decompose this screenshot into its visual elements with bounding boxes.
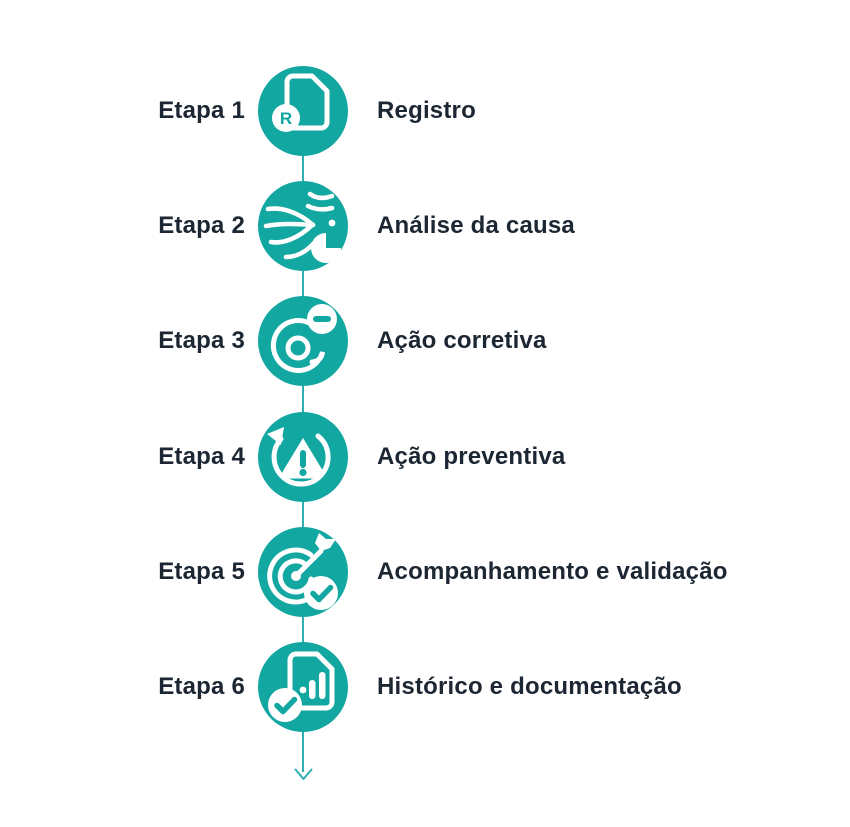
- cause-analysis-icon: [263, 191, 341, 264]
- step-row: Etapa 5 Acompanhamento e validação: [0, 526, 850, 617]
- step-row: Etapa 4 Ação preventiva: [0, 411, 850, 502]
- step-icon-circle: [258, 411, 348, 502]
- step-icon-circle: R: [258, 66, 348, 156]
- step-title: Acompanhamento e validação: [377, 557, 728, 585]
- step-icon-circle: [258, 642, 348, 732]
- svg-text:R: R: [280, 109, 292, 128]
- step-icon-circle: [258, 296, 348, 387]
- step-row: Etapa 1 R Registro: [0, 66, 850, 156]
- step-label: Etapa 1: [158, 97, 245, 124]
- alert-restore-icon: [267, 426, 331, 487]
- document-chart-check-icon: [268, 651, 335, 722]
- arrow-down-icon: [294, 768, 313, 780]
- step-title: Ação corretiva: [377, 327, 547, 355]
- step-label: Etapa 6: [158, 673, 245, 700]
- step-title: Registro: [377, 97, 476, 124]
- step-label: Etapa 4: [158, 442, 245, 470]
- step-icon-circle: [258, 181, 348, 272]
- step-row: Etapa 2 Análise da causa: [0, 181, 850, 272]
- step-label: Etapa 3: [158, 327, 245, 355]
- step-row: Etapa 6 Histórico e documentação: [0, 642, 850, 732]
- document-r-icon: R: [272, 73, 330, 132]
- at-minus-icon: [270, 304, 337, 374]
- step-title: Ação preventiva: [377, 442, 566, 470]
- step-label: Etapa 5: [158, 557, 245, 585]
- step-title: Análise da causa: [377, 212, 575, 240]
- step-title: Histórico e documentação: [377, 673, 682, 700]
- target-check-icon: [267, 532, 338, 610]
- step-label: Etapa 2: [158, 212, 245, 240]
- step-row: Etapa 3 Ação corretiva: [0, 296, 850, 387]
- step-icon-circle: [258, 526, 348, 617]
